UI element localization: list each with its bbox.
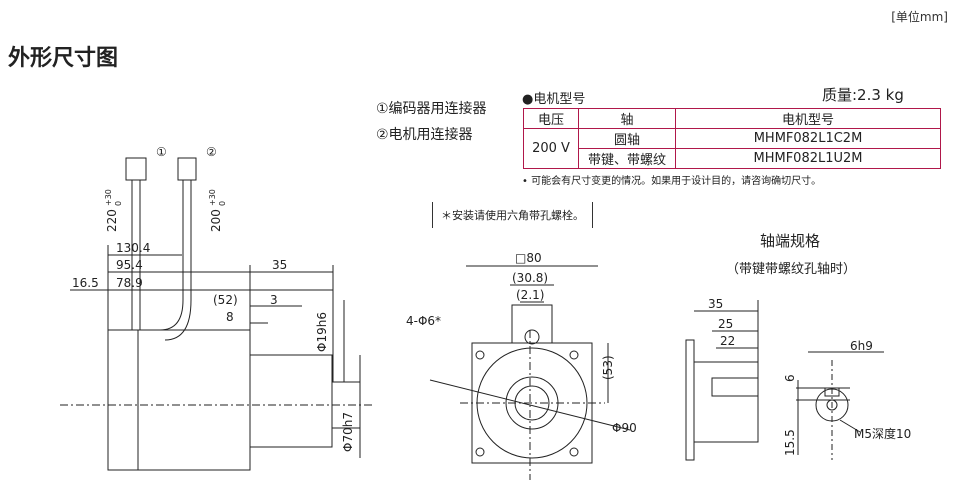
dim-35: 35 — [272, 258, 287, 272]
dim-phi70-h7: Φ70h7 — [341, 412, 355, 452]
table-cell: MHMF082L1C2M — [675, 128, 941, 149]
mounting-bolt-note: ＊安装请使用六角带孔螺栓。 — [432, 202, 593, 228]
dim-53: (53) — [601, 355, 615, 380]
dim-phi19-h6: Φ19h6 — [315, 312, 329, 352]
connector-1-mark: ① — [156, 145, 167, 159]
dim-200-length: 200 — [209, 209, 223, 232]
dim-15-5: 15.5 — [783, 429, 797, 456]
motor-connector-label: ②电机用连接器 — [376, 127, 473, 143]
table-cell-voltage: 200 V — [523, 128, 579, 169]
dim-200-tol-zero: 0 — [218, 201, 227, 206]
dim-m5-thread: M5深度10 — [854, 426, 911, 441]
dim-8: 8 — [226, 310, 234, 324]
dim-52: (52) — [213, 293, 238, 307]
dim-200-tol-plus: +30 — [208, 189, 217, 206]
shaft-end-body — [693, 361, 759, 443]
dim-2-1: (2.1) — [516, 288, 544, 302]
connector-2-mark: ② — [206, 145, 217, 159]
table-header: 电压 — [523, 108, 579, 129]
dim-220-tol-zero: 0 — [114, 201, 123, 206]
dim-220-length: 220 — [105, 209, 119, 232]
dim-95-4: 95.4 — [116, 258, 143, 272]
dim-16-5: 16.5 — [72, 276, 99, 290]
dim-mounting-holes: 4-Φ6* — [406, 314, 441, 328]
table-cell: 带键、带螺纹 — [578, 148, 676, 169]
table-row: 200 V 圆轴 MHMF082L1C2M — [523, 128, 941, 169]
shaft-spec-subtitle: （带键带螺纹孔轴时） — [726, 262, 857, 277]
dim-30-8: (30.8) — [512, 271, 548, 285]
page-title: 外形尺寸图 — [8, 46, 119, 71]
motor-body-side — [107, 329, 251, 471]
motor-model-table: 电压 轴 电机型号 200 V 圆轴 MHMF082L1C2M 带键、带螺纹 M… — [523, 108, 941, 169]
encoder-connector — [125, 157, 147, 181]
motor-connector — [177, 157, 197, 181]
table-header-row: 电压 轴 电机型号 — [523, 108, 941, 129]
dim-key-35: 35 — [708, 297, 723, 311]
dim-key-width-6h9: 6h9 — [850, 339, 873, 353]
mass-label: 质量:2.3 kg — [822, 86, 904, 104]
dim-220-tol-plus: +30 — [104, 189, 113, 206]
shaft-end-flange — [685, 339, 695, 461]
unit-label: [单位mm] — [891, 10, 948, 24]
motor-model-label: ●电机型号 — [522, 92, 586, 107]
table-row: 带键、带螺纹 MHMF082L1U2M — [524, 148, 941, 169]
encoder-connector-label: ①编码器用连接器 — [376, 101, 487, 117]
dim-key-22: 22 — [720, 334, 735, 348]
dim-78-9: 78.9 — [116, 276, 143, 290]
dimension-change-note: • 可能会有尺寸变更的情况。如果用于设计目的，请咨询确切尺寸。 — [522, 176, 822, 187]
shaft-spec-title: 轴端规格 — [760, 232, 821, 250]
dim-key-25: 25 — [718, 317, 733, 331]
dim-phi90: Φ90 — [612, 421, 637, 435]
table-cell: MHMF082L1U2M — [675, 148, 941, 169]
mounting-hole-marks — [475, 350, 579, 457]
motor-flange-side — [249, 354, 333, 448]
dim-square-80: □80 — [515, 251, 542, 265]
dim-130-4: 130.4 — [116, 241, 150, 255]
dim-3: 3 — [270, 293, 278, 307]
connector-housing-front — [511, 304, 553, 344]
dim-key-depth-6: 6 — [783, 374, 797, 382]
